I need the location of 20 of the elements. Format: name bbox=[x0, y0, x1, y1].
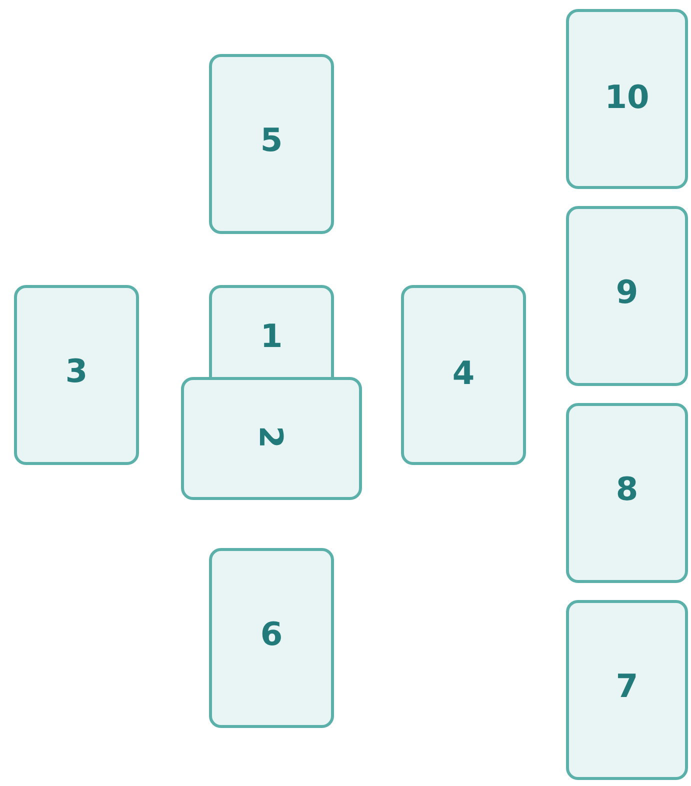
tarot-card bbox=[181, 377, 362, 500]
tarot-card bbox=[209, 285, 334, 377]
position-number: 3 bbox=[65, 355, 88, 387]
position-number: 6 bbox=[260, 618, 283, 650]
position-number: 9 bbox=[616, 276, 638, 308]
position-number: 7 bbox=[616, 670, 638, 702]
tarot-card bbox=[401, 285, 526, 465]
tarot-card bbox=[209, 548, 334, 728]
position-number: 1 bbox=[260, 320, 283, 352]
tarot-card bbox=[566, 206, 688, 386]
position-number: 5 bbox=[260, 124, 283, 156]
position-number: 2 bbox=[256, 426, 288, 448]
tarot-card bbox=[566, 600, 688, 780]
tarot-card bbox=[566, 9, 688, 189]
tarot-card bbox=[14, 285, 139, 465]
position-number: 4 bbox=[452, 357, 475, 389]
tarot-card bbox=[209, 54, 334, 234]
position-number: 10 bbox=[604, 81, 650, 113]
position-number: 8 bbox=[616, 473, 638, 505]
tarot-card bbox=[566, 403, 688, 583]
